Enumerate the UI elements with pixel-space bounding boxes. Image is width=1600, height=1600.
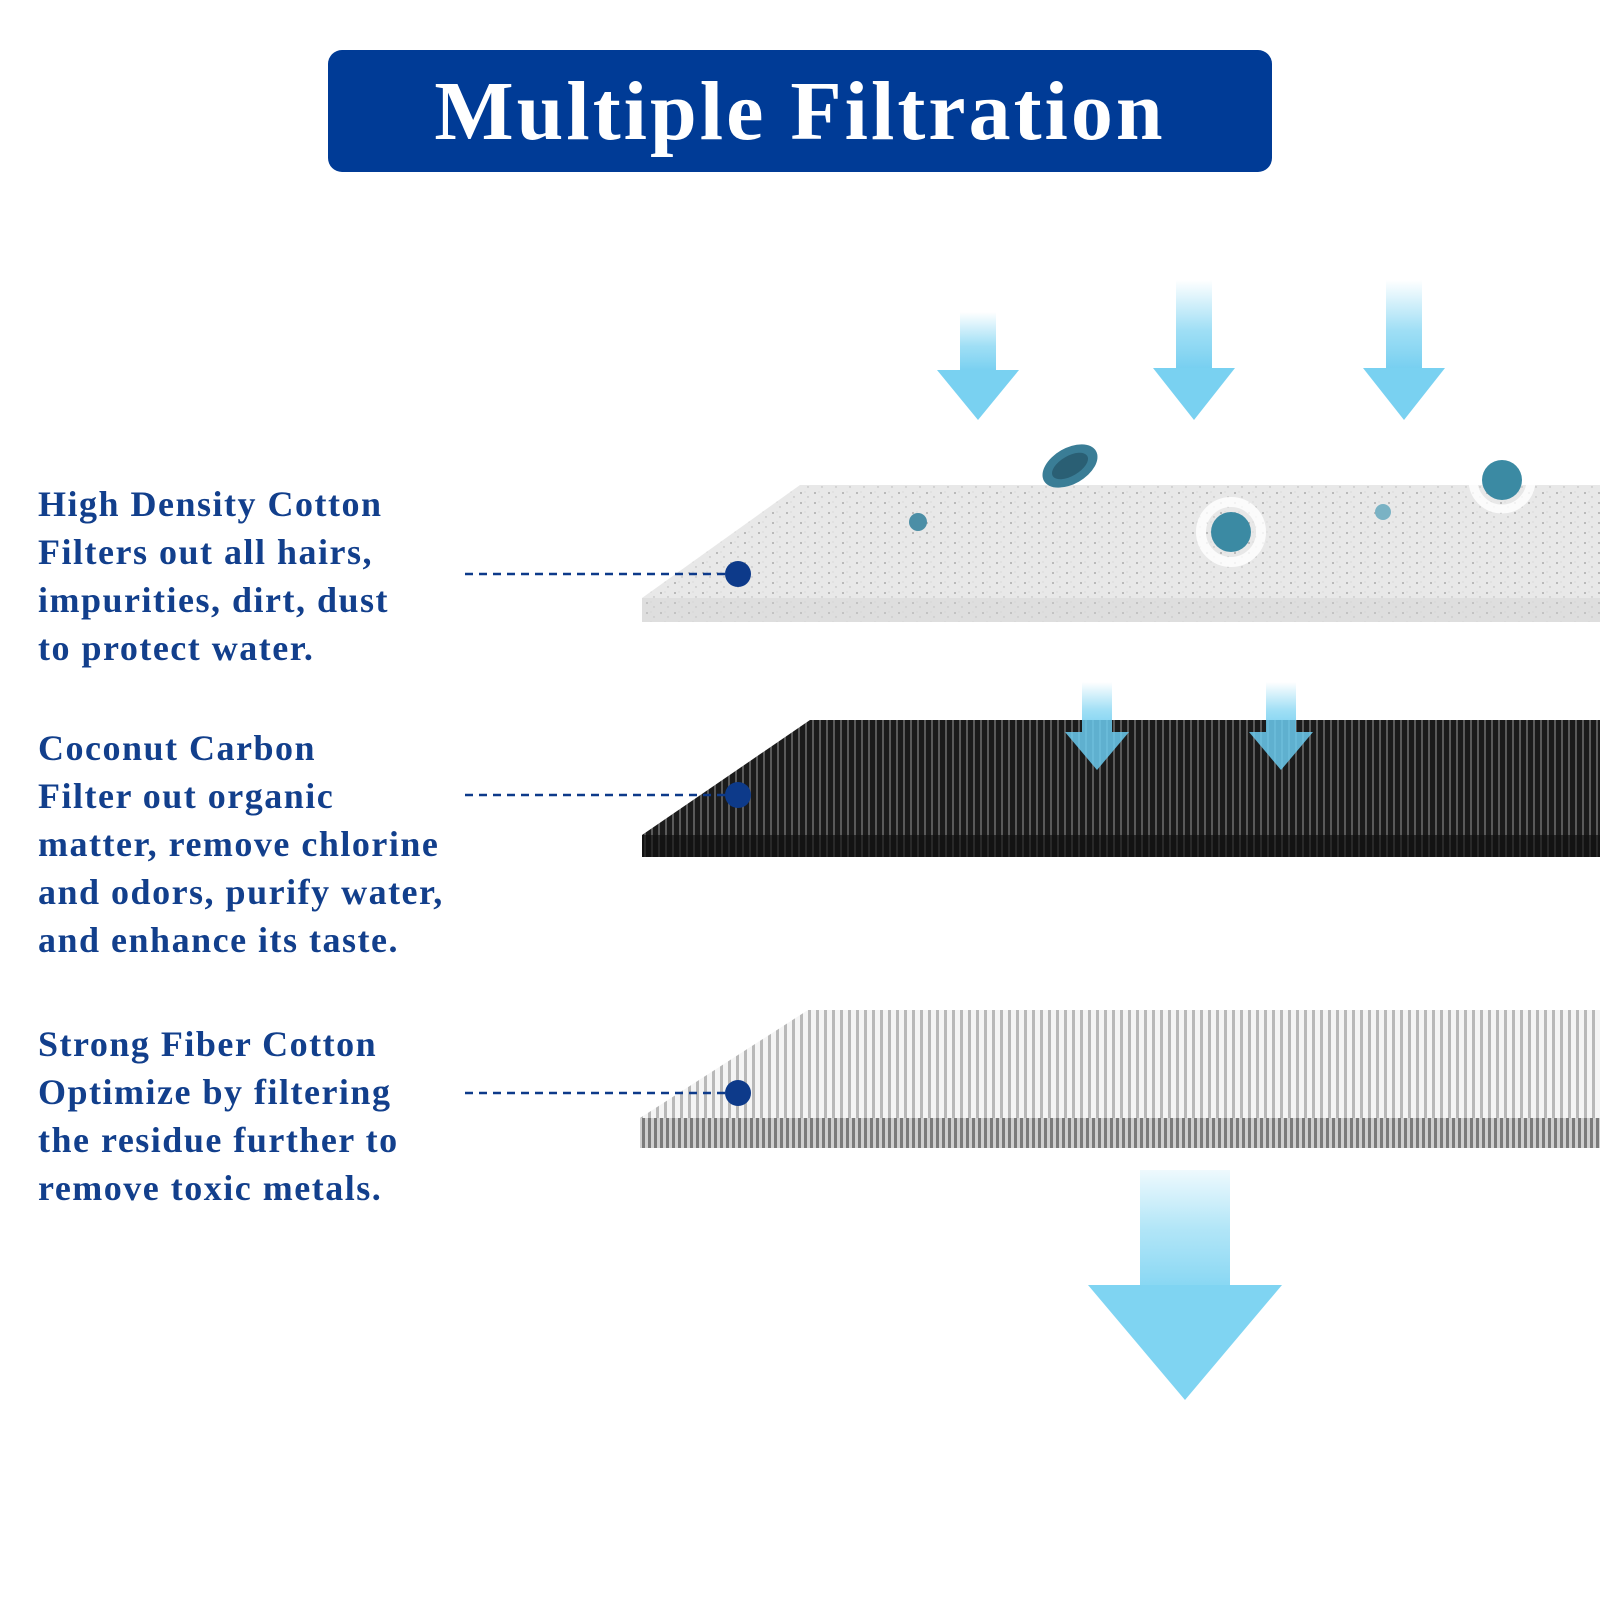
bacteria-icon bbox=[1042, 444, 1098, 488]
layer-description-line: and enhance its taste. bbox=[38, 920, 400, 960]
page-title: Multiple Filtration bbox=[434, 64, 1166, 158]
connector-line bbox=[465, 561, 751, 587]
coconut-carbon-layer bbox=[642, 720, 1600, 857]
layer-description-line: and odors, purify water, bbox=[38, 872, 444, 912]
inflow-arrow-icon bbox=[937, 312, 1019, 420]
outflow-arrow-icon bbox=[1088, 1170, 1282, 1400]
layer-description-line: the residue further to bbox=[38, 1120, 399, 1160]
layer-heading: Strong Fiber Cotton bbox=[38, 1024, 378, 1064]
layer-description-line: remove toxic metals. bbox=[38, 1168, 383, 1208]
title-banner: Multiple Filtration bbox=[328, 50, 1272, 172]
layer-description-line: Filter out organic bbox=[38, 776, 335, 816]
layer-description-line: to protect water. bbox=[38, 628, 315, 668]
layer-label-strong-fiber-cotton: Strong Fiber Cotton Optimize by filterin… bbox=[38, 1020, 399, 1212]
connector-line bbox=[465, 1080, 751, 1106]
inflow-arrow-icon bbox=[1363, 280, 1445, 420]
layer-label-coconut-carbon: Coconut Carbon Filter out organic matter… bbox=[38, 724, 444, 964]
layer-label-high-density-cotton: High Density Cotton Filters out all hair… bbox=[38, 480, 389, 672]
strong-fiber-cotton-layer bbox=[640, 1010, 1600, 1148]
connector-line bbox=[465, 782, 751, 808]
layer-description-line: Optimize by filtering bbox=[38, 1072, 392, 1112]
flow-arrow-icon bbox=[1065, 720, 1313, 770]
layer-description-line: matter, remove chlorine bbox=[38, 824, 440, 864]
layer-heading: Coconut Carbon bbox=[38, 728, 317, 768]
high-density-cotton-layer bbox=[642, 485, 1600, 622]
inflow-arrow-icon bbox=[1153, 280, 1235, 420]
layer-heading: High Density Cotton bbox=[38, 484, 383, 524]
germ-icon bbox=[909, 446, 1536, 567]
layer-description-line: Filters out all hairs, bbox=[38, 532, 373, 572]
layer-description-line: impurities, dirt, dust bbox=[38, 580, 390, 620]
